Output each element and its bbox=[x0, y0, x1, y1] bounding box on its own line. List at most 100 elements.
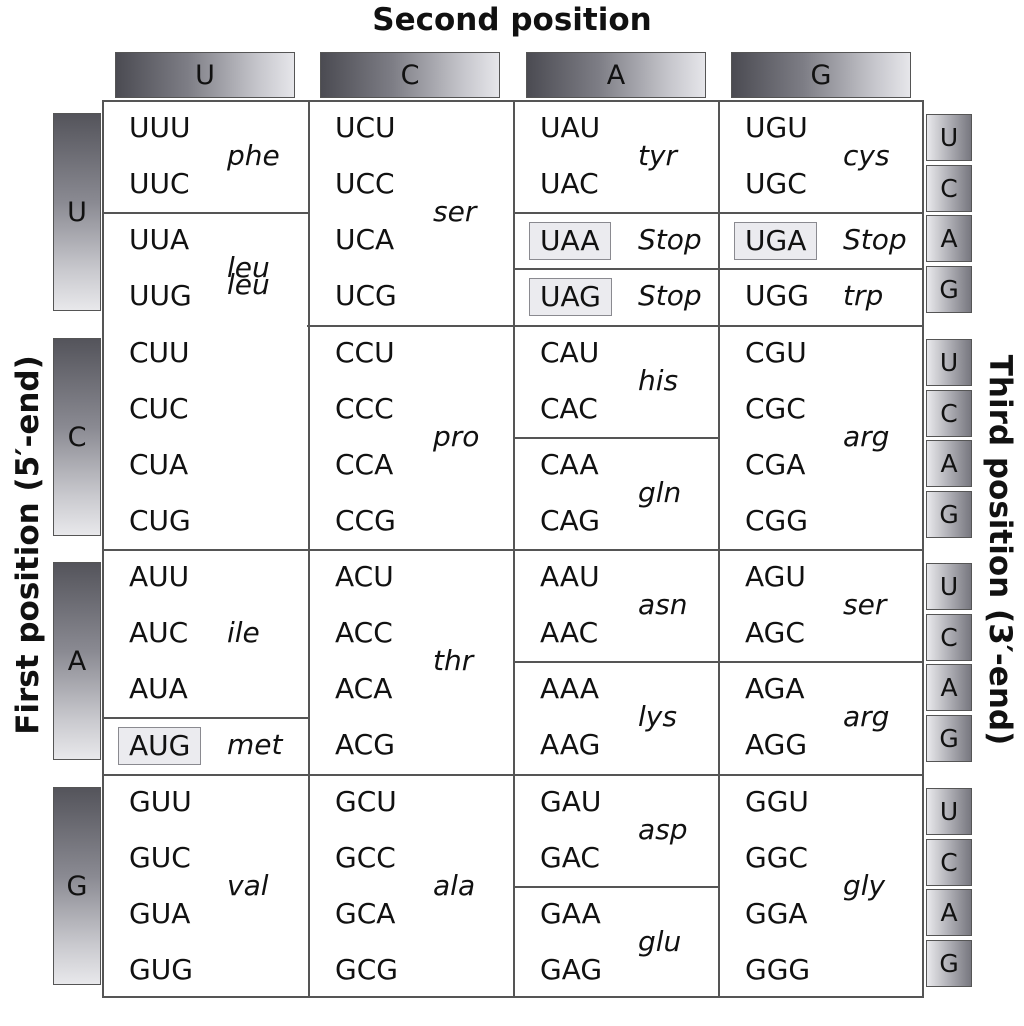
amino-acid-label: arg bbox=[843, 420, 890, 454]
group-divider bbox=[515, 268, 718, 271]
codon: UUG bbox=[129, 279, 192, 313]
second-position-tab-u: U bbox=[115, 52, 295, 98]
codon: UAG bbox=[529, 278, 612, 317]
codon: CUG bbox=[129, 504, 191, 538]
codon: GAA bbox=[540, 897, 601, 931]
codon: CUC bbox=[129, 392, 189, 426]
amino-acid-label: Stop bbox=[638, 279, 702, 313]
codon: GAU bbox=[540, 785, 602, 819]
second-position-tab-c: C bbox=[320, 52, 500, 98]
codon: CAC bbox=[540, 392, 598, 426]
amino-acid-label: Stop bbox=[638, 223, 702, 257]
amino-acid-label: trp bbox=[843, 279, 884, 313]
codon: CUU bbox=[129, 336, 190, 370]
column-divider bbox=[513, 102, 515, 996]
third-position-tab-u: U bbox=[926, 114, 972, 161]
codon: ACC bbox=[335, 616, 393, 650]
amino-acid-label: lys bbox=[638, 700, 677, 734]
amino-acid-label: his bbox=[638, 364, 679, 398]
amino-acid-label: gly bbox=[843, 869, 886, 903]
group-divider bbox=[104, 212, 308, 215]
group-divider bbox=[515, 212, 718, 215]
codon: AAU bbox=[540, 560, 600, 594]
amino-acid-label: ala bbox=[433, 869, 476, 903]
third-position-tab-g: G bbox=[926, 491, 972, 539]
codon: GCC bbox=[335, 841, 396, 875]
group-divider bbox=[720, 212, 924, 215]
amino-acid-label: asp bbox=[638, 813, 688, 847]
third-position-tab-g: G bbox=[926, 715, 972, 763]
second-position-tab-a: A bbox=[526, 52, 706, 98]
codon: CCU bbox=[335, 336, 395, 370]
leu-span-cover bbox=[104, 324, 307, 329]
codon: CGG bbox=[745, 504, 808, 538]
first-position-tab-a: A bbox=[53, 562, 101, 760]
codon: AAG bbox=[540, 728, 601, 762]
amino-acid-label: val bbox=[227, 869, 269, 903]
codon: UUA bbox=[129, 223, 190, 257]
codon: UCC bbox=[335, 167, 395, 201]
codon: AAC bbox=[540, 616, 599, 650]
codon: UAU bbox=[540, 111, 601, 145]
group-divider bbox=[720, 268, 924, 271]
amino-acid-label: ser bbox=[433, 195, 477, 229]
third-position-tab-u: U bbox=[926, 788, 972, 835]
codon: ACA bbox=[335, 672, 393, 706]
codon: UAA bbox=[529, 222, 611, 261]
codon: GGC bbox=[745, 841, 808, 875]
third-position-tab-a: A bbox=[926, 440, 972, 488]
third-position-tab-c: C bbox=[926, 164, 972, 212]
group-divider bbox=[515, 886, 718, 889]
codon: UAC bbox=[540, 167, 599, 201]
codon: GAC bbox=[540, 841, 600, 875]
third-position-tab-g: G bbox=[926, 940, 972, 988]
amino-acid-label: leu bbox=[227, 251, 270, 285]
third-position-tab-a: A bbox=[926, 889, 972, 937]
amino-acid-label: asn bbox=[638, 588, 688, 622]
amino-acid-label: gln bbox=[638, 476, 682, 510]
codon: CGU bbox=[745, 336, 807, 370]
first-position-tab-g: G bbox=[53, 787, 101, 985]
amino-acid-label: thr bbox=[433, 644, 474, 678]
codon: CAA bbox=[540, 448, 599, 482]
third-position-tab-u: U bbox=[926, 563, 972, 610]
third-position-tab-c: C bbox=[926, 838, 972, 886]
codon: ACU bbox=[335, 560, 394, 594]
group-divider bbox=[515, 661, 718, 664]
third-position-tab-c: C bbox=[926, 389, 972, 437]
third-position-tab-g: G bbox=[926, 266, 972, 314]
group-divider bbox=[720, 661, 924, 664]
amino-acid-label: ser bbox=[843, 588, 887, 622]
first-position-tab-c: C bbox=[53, 338, 101, 536]
codon: UGC bbox=[745, 167, 807, 201]
codon: UUU bbox=[129, 111, 191, 145]
column-divider bbox=[308, 102, 310, 996]
codon: AUU bbox=[129, 560, 190, 594]
third-position-tab-c: C bbox=[926, 613, 972, 661]
codon: UGG bbox=[745, 279, 809, 313]
codon: CAG bbox=[540, 504, 600, 538]
amino-acid-label: phe bbox=[227, 139, 280, 173]
codon: GCG bbox=[335, 953, 398, 987]
first-position-title: First position (5′-end) bbox=[10, 355, 46, 735]
codon: GGA bbox=[745, 897, 808, 931]
codon: CGA bbox=[745, 448, 806, 482]
amino-acid-label: leu bbox=[227, 267, 270, 301]
codon: GGG bbox=[745, 953, 811, 987]
amino-acid-label: pro bbox=[433, 420, 480, 454]
codon: AGG bbox=[745, 728, 808, 762]
group-divider bbox=[515, 437, 718, 440]
third-position-tab-a: A bbox=[926, 664, 972, 712]
amino-acid-label: Stop bbox=[843, 223, 907, 257]
codon: UCA bbox=[335, 223, 395, 257]
second-position-tab-g: G bbox=[731, 52, 911, 98]
codon: AGU bbox=[745, 560, 806, 594]
codon: GCA bbox=[335, 897, 396, 931]
column-divider bbox=[718, 102, 720, 996]
codon: GUG bbox=[129, 953, 193, 987]
codon: AGC bbox=[745, 616, 805, 650]
codon: CGC bbox=[745, 392, 806, 426]
third-position-tab-u: U bbox=[926, 339, 972, 386]
codon: UUC bbox=[129, 167, 190, 201]
codon: AGA bbox=[745, 672, 805, 706]
